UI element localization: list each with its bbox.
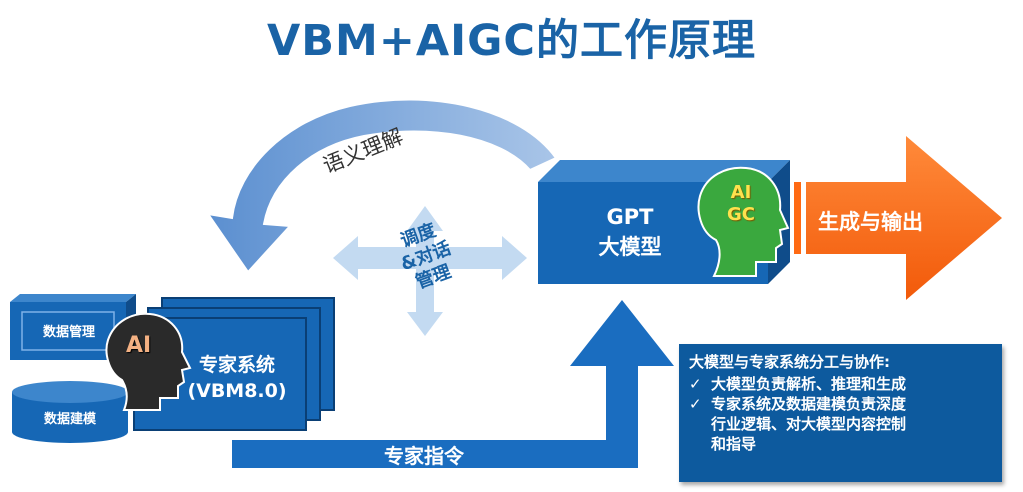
collaboration-info-box: 大模型与专家系统分工与协作: ✓ 大模型负责解析、推理和生成 ✓ 专家系统及数据… [679, 344, 1002, 482]
expert-instruction-label: 专家指令 [384, 444, 464, 468]
aigc-badge-line-2: GC [727, 204, 755, 225]
expert-system-line-2: (VBM8.0) [187, 380, 287, 402]
ai-head-icon [105, 312, 192, 411]
data-management-label: 数据管理 [42, 325, 95, 340]
check-icon: ✓ [689, 375, 702, 393]
gpt-line-2: 大模型 [598, 235, 662, 259]
aigc-head-icon [697, 166, 790, 277]
expert-system-line-1: 专家系统 [198, 354, 275, 376]
aigc-badge: AI GC [718, 182, 764, 226]
info-item-2: ✓ 专家系统及数据建模负责深度 行业逻辑、对大模型内容控制 和指导 [689, 394, 992, 454]
dispatch-cross-arrow [333, 206, 527, 336]
ai-badge: AI [126, 333, 152, 358]
output-label: 生成与输出 [818, 210, 923, 234]
info-box-title: 大模型与专家系统分工与协作: [689, 353, 890, 371]
semantic-curved-arrow [205, 98, 558, 274]
gpt-label: GPT 大模型 [570, 202, 690, 262]
check-icon: ✓ [689, 395, 702, 413]
info-item-1: ✓ 大模型负责解析、推理和生成 [689, 374, 992, 394]
info-item-2-line-1: 专家系统及数据建模负责深度 [711, 395, 907, 413]
data-modeling-label: 数据建模 [43, 412, 96, 427]
data-modeling-cylinder [12, 381, 128, 443]
info-item-1-line-1: 大模型负责解析、推理和生成 [711, 375, 907, 393]
expert-system-label: 专家系统 (VBM8.0) [172, 352, 302, 404]
info-item-2-line-3: 和指导 [711, 435, 757, 453]
info-item-2-line-2: 行业逻辑、对大模型内容控制 [711, 415, 907, 433]
expert-system-stack [133, 297, 335, 431]
page-title: VBM+AIGC的工作原理 [266, 16, 756, 66]
gpt-line-1: GPT [606, 205, 654, 229]
expert-instruction-arrow [232, 300, 674, 468]
aigc-badge-line-1: AI [730, 182, 752, 203]
